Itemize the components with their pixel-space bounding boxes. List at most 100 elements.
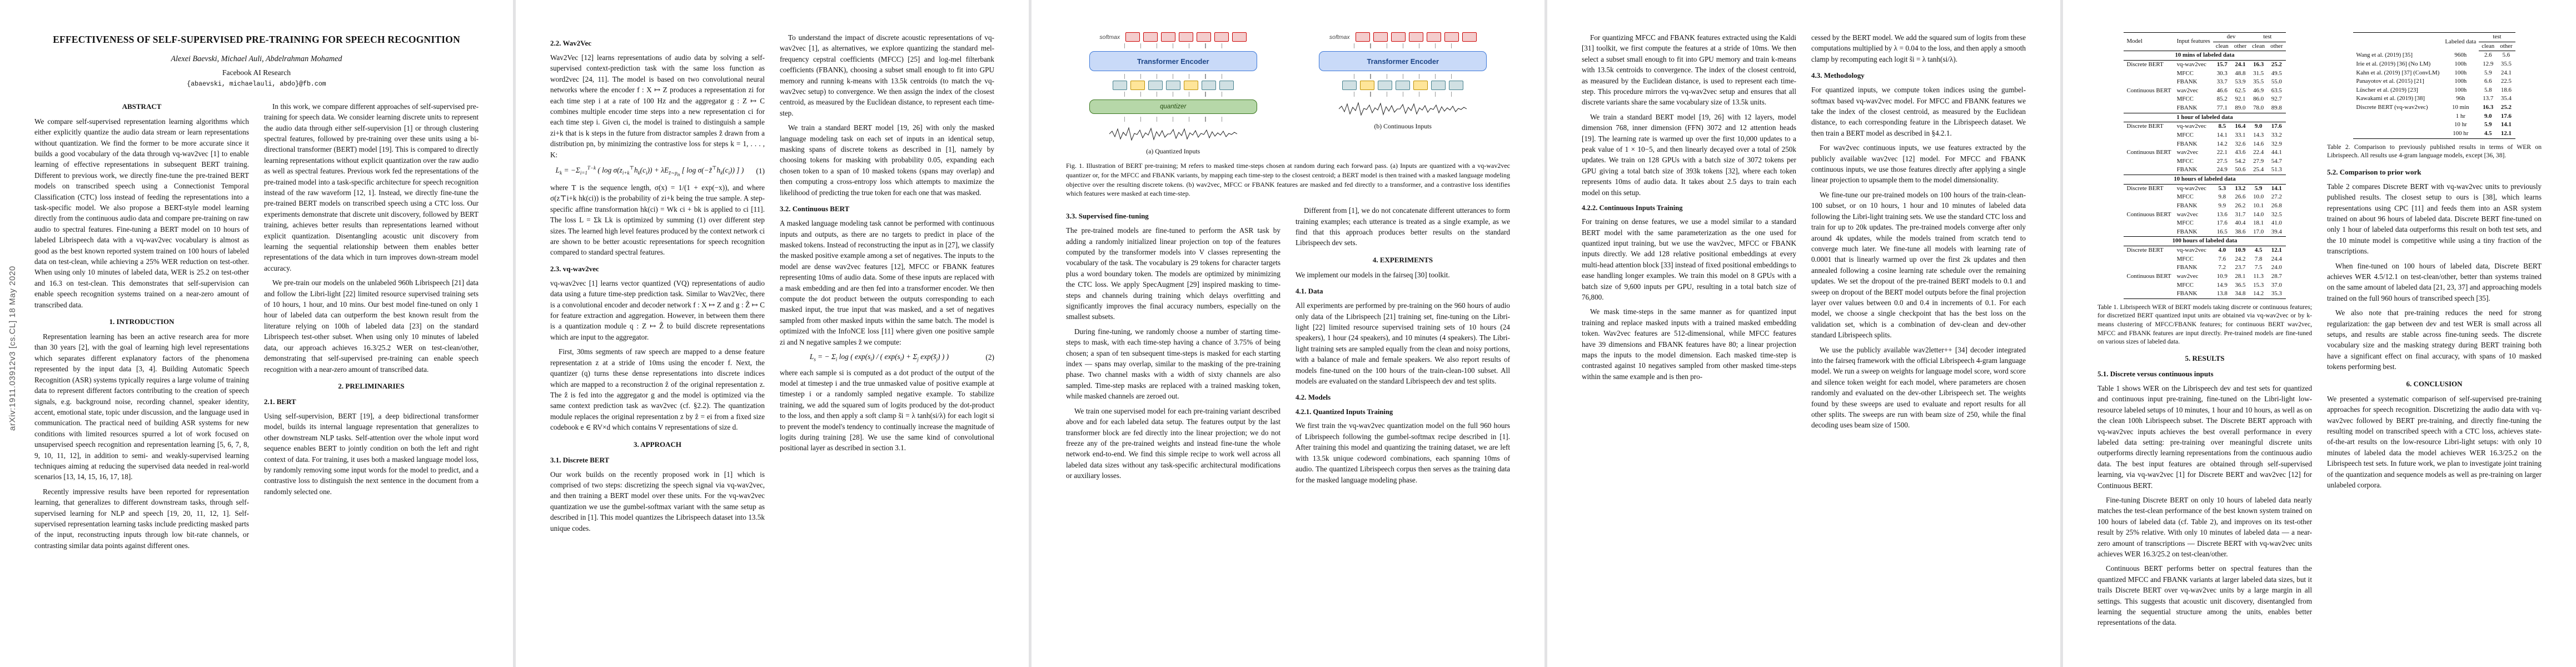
table-cell: 62.5: [2235, 87, 2246, 94]
page4-left-column: For quantizing MFCC and FBANK features e…: [1582, 32, 1796, 435]
softmax-box: [1214, 32, 1229, 42]
table-cell: 7.6: [2218, 255, 2226, 262]
table-cell: 54.2: [2235, 157, 2246, 165]
page1-right-column: In this work, we compare different appro…: [264, 101, 479, 555]
paragraph: The pre-trained models are fine-tuned to…: [1066, 226, 1280, 321]
table-cell: 10.9: [2216, 272, 2228, 280]
table-cell: 14.2: [2216, 140, 2228, 147]
table-cell: MFCC: [2176, 193, 2194, 201]
section-5-heading: 5. RESULTS: [2185, 354, 2225, 362]
page5-right-column: Labeled data test clean other Wang et al…: [2327, 32, 2542, 632]
table-cell: 96h: [2456, 95, 2465, 102]
table-cell: 31.7: [2235, 211, 2246, 218]
section-4-2-1-heading: 4.2.1. Quantized Inputs Training: [1296, 408, 1393, 416]
table-cell: [2124, 166, 2174, 175]
table-cell: [2124, 140, 2174, 149]
table-cell: [2124, 193, 2174, 202]
table-cell: 34.8: [2231, 290, 2250, 299]
arrow-row: [1346, 74, 1459, 79]
table-cell: [2124, 95, 2174, 104]
table-header-cell: other: [2497, 42, 2515, 52]
table-cell: 14.1: [2271, 185, 2282, 192]
table-cell: 32.9: [2271, 140, 2282, 147]
table-cell: 85.2: [2216, 96, 2228, 103]
softmax-box: [1408, 32, 1423, 42]
softmax-output-row: [1355, 32, 1477, 42]
table-cell: 100h: [2454, 60, 2467, 67]
page-5: Model Input features dev test clean othe…: [2063, 0, 2576, 667]
table-cell: 13.7: [2483, 95, 2494, 102]
table-cell: 12.9: [2483, 60, 2494, 67]
table-cell: MFCC: [2176, 69, 2194, 77]
table-cell: 10 min: [2452, 104, 2469, 111]
table-cell: 89.0: [2235, 104, 2246, 111]
table-cell: wav2vec: [2176, 211, 2199, 218]
table-cell: FBANK: [2174, 290, 2213, 299]
transformer-encoder-box: Transformer Encoder: [1319, 51, 1487, 71]
table-cell: 32.5: [2271, 211, 2282, 218]
table-cell: 11.3: [2253, 272, 2264, 280]
table-cell: 35.5: [2253, 78, 2264, 86]
table-cell: Kahn et al. (2019) [37] (ConvLM): [2356, 69, 2440, 76]
paragraph: Our work builds on the recently proposed…: [550, 470, 765, 532]
paragraph: Using self-supervision, BERT [19], a dee…: [264, 411, 479, 496]
paragraph: We train a standard BERT model [19, 26] …: [780, 123, 994, 197]
table-cell: FBANK: [2176, 166, 2198, 173]
table-cell: wav2vec: [2176, 272, 2199, 280]
masked-token-box: [1360, 81, 1375, 90]
table-cell: 4.5: [2479, 129, 2498, 139]
table-cell: MFCC: [2176, 157, 2194, 165]
section-3-heading: 3. APPROACH: [634, 440, 681, 449]
token-box: [1431, 81, 1446, 90]
paragraph: During fine-tuning, we randomly choose a…: [1066, 327, 1280, 401]
table-group-label-row: 10 mins of labeled data: [2124, 51, 2286, 61]
paragraph: For wav2vec continuous inputs, we use fe…: [1811, 143, 2026, 185]
table-cell: 5.9: [2484, 69, 2492, 76]
table-header-cell: Model: [2124, 32, 2174, 51]
table-cell: 1 hr: [2455, 112, 2465, 120]
table-cell: 14.2: [2249, 290, 2268, 299]
table-cell: 38.6: [2235, 228, 2246, 235]
table-cell: 10.0: [2253, 193, 2264, 201]
page3-right-column: Different from [1], we do not concatenat…: [1296, 205, 1510, 489]
table-group-label-row: 1 hour of labeled data: [2124, 112, 2286, 123]
table-cell: [2124, 131, 2174, 140]
section-4-3-heading: 4.3. Methodology: [1811, 71, 1865, 80]
table-cell: [2124, 290, 2174, 299]
table-cell: 22.1: [2216, 149, 2228, 156]
paragraph: We implement our models in the fairseq […: [1296, 270, 1450, 279]
table-header-cell: dev: [2213, 32, 2250, 42]
equation-2: Ls = − Σi log ( exp(si) / ( exp(si) + Σj…: [780, 352, 994, 362]
section-3-3-heading: 3.3. Supervised fine-tuning: [1066, 212, 1149, 221]
table-cell: 7.2: [2218, 264, 2226, 271]
table-cell: Continuous BERT: [2126, 211, 2171, 218]
table-cell: [2124, 263, 2174, 272]
paragraph: We use the publicly available wav2letter…: [1811, 345, 2026, 430]
table-cell: 53.9: [2235, 78, 2246, 86]
table-cell: 7.5: [2254, 264, 2263, 271]
table-cell: 26.8: [2271, 202, 2282, 209]
token-box: [1378, 81, 1393, 90]
table-cell: 14.1: [2216, 131, 2228, 138]
page4-right-column: cessed by the BERT model. We add the squ…: [1811, 32, 2026, 435]
table-cell: 89.8: [2271, 104, 2282, 111]
token-box: [1342, 81, 1357, 90]
table-cell: 18.6: [2500, 86, 2512, 93]
